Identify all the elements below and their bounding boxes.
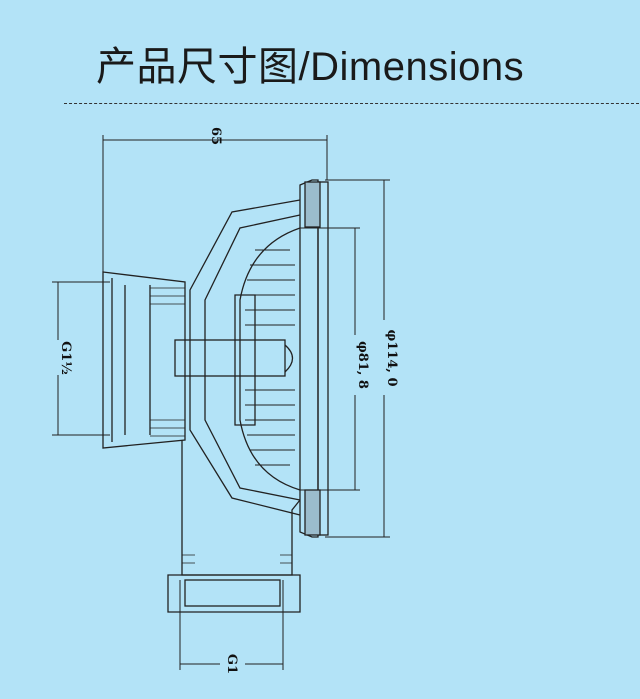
- seal-bottom: [304, 489, 321, 536]
- flange-rim: [317, 181, 329, 536]
- dim-inner-diameter-label: φ81, 8: [355, 341, 370, 389]
- dim-overflow-thread-label: G1: [224, 654, 239, 674]
- title-chinese: 产品尺寸图: [96, 45, 299, 89]
- title-english: Dimensions: [310, 45, 525, 89]
- outlet-pipe: [102, 271, 186, 449]
- bowl-outline: [189, 199, 301, 516]
- dim-outer-diameter-label: φ114, 0: [384, 330, 399, 387]
- seal-top: [304, 181, 321, 228]
- dim-depth-label: 65: [208, 127, 223, 145]
- strainer-body: [102, 179, 329, 613]
- flange: [299, 179, 319, 538]
- title-separator: /: [298, 45, 311, 89]
- dashed-divider: [64, 103, 640, 104]
- basket: [239, 227, 301, 491]
- hub: [174, 339, 286, 377]
- page-title: 产品尺寸图/Dimensions: [96, 34, 524, 92]
- dim-outlet-thread-label: G1½: [58, 341, 73, 375]
- dimension-lines: 65 φ114, 0 φ81, 8 G1½ G1: [52, 127, 399, 674]
